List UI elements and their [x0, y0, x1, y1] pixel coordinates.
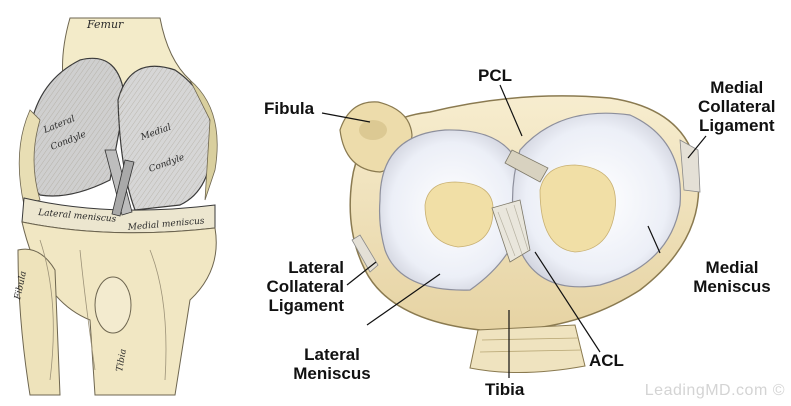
- label-medial-meniscus: Medial Meniscus: [682, 258, 782, 296]
- label-mcl: Medial Collateral Ligament: [698, 78, 775, 135]
- label-fibula: Fibula: [264, 99, 314, 118]
- engraving-label-femur: Femur: [86, 18, 124, 31]
- label-mcl-line2: Collateral: [698, 97, 775, 116]
- label-medial-meniscus-line1: Medial: [682, 258, 782, 277]
- label-medial-meniscus-line2: Meniscus: [682, 277, 782, 296]
- watermark: LeadingMD.com ©: [645, 382, 785, 400]
- tibial-plateau-illustration: [340, 96, 700, 373]
- label-mcl-line1: Medial: [698, 78, 775, 97]
- label-pcl: PCL: [478, 66, 512, 85]
- label-lateral-meniscus: Lateral Meniscus: [282, 345, 382, 383]
- label-mcl-line3: Ligament: [698, 116, 775, 135]
- label-lateral-meniscus-line2: Meniscus: [282, 364, 382, 383]
- tibia-shaft: [470, 325, 585, 373]
- medial-plateau-cartilage: [540, 165, 616, 252]
- label-tibia: Tibia: [485, 380, 524, 399]
- label-lcl-line3: Ligament: [252, 296, 344, 315]
- knee-engraving: [18, 18, 217, 395]
- label-lcl: Lateral Collateral Ligament: [252, 258, 344, 315]
- label-lateral-meniscus-line1: Lateral: [282, 345, 382, 364]
- label-lcl-line2: Collateral: [252, 277, 344, 296]
- fibula-bone: [18, 249, 60, 395]
- label-lcl-line1: Lateral: [252, 258, 344, 277]
- label-acl: ACL: [589, 351, 624, 370]
